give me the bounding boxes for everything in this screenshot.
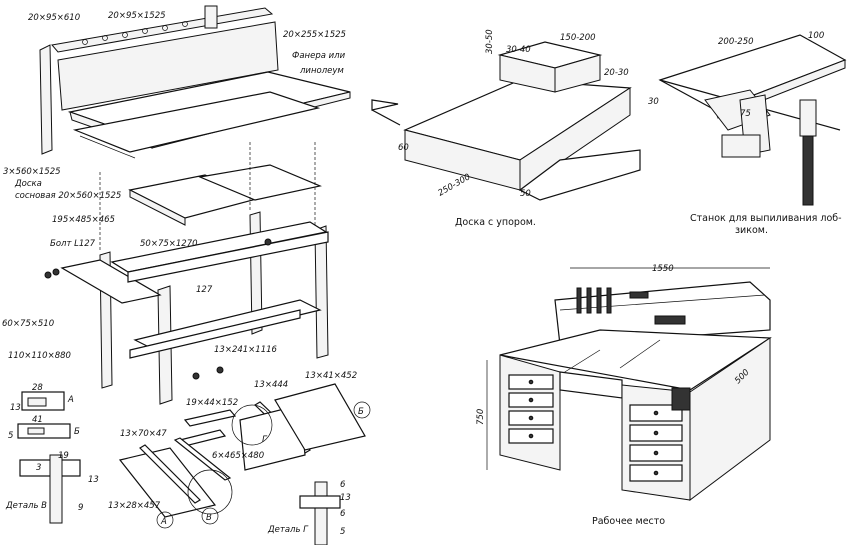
label-det-5: 5 — [8, 431, 13, 441]
label-rail-50: 50×75×1270 — [140, 239, 198, 249]
label-stop-30: 30-50 — [485, 29, 495, 54]
bracket — [204, 5, 218, 29]
label-slat-13-70: 13×70×47 — [120, 429, 167, 439]
base-board — [72, 91, 321, 153]
label-slat-13-41: 13×41×452 — [305, 371, 357, 381]
label-mark-a2: А — [160, 517, 167, 527]
label-mark-b: Б — [74, 427, 80, 437]
label-dg-6b: 6 — [340, 509, 346, 519]
caption-jig-2: зиком. — [735, 225, 768, 236]
back-post — [39, 44, 53, 155]
label-stop-250: 250-300 — [437, 172, 473, 198]
label-mark-v: В — [206, 513, 212, 523]
label-jig-100: 100 — [808, 31, 824, 41]
label-jig-200: 200-250 — [718, 37, 754, 47]
board-with-stop: 150-200 30-50 30-40 20-30 60 250-300 50 … — [371, 29, 641, 228]
label-detail-v: Деталь В — [5, 501, 47, 511]
label-dg-5: 5 — [340, 527, 345, 537]
mark-v-circle — [201, 507, 219, 525]
caption-ws: Рабочее место — [592, 516, 665, 527]
label-leg-dim: 127 — [196, 285, 213, 295]
label-plywood-2: линолеум — [299, 66, 344, 76]
detail-sections — [17, 391, 341, 545]
label-ws-1550: 1550 — [652, 264, 674, 274]
label-drawer: 195×485×465 — [52, 215, 115, 225]
label-dg-6: 6 — [340, 480, 346, 490]
label-rail-60: 60×75×510 — [2, 319, 54, 329]
label-slat-13-444: 13×444 — [254, 380, 288, 390]
label-stop-50: 50 — [520, 189, 531, 199]
label-mark-a: А — [67, 395, 74, 405]
label-det-13a: 13 — [10, 403, 21, 413]
label-det-28: 28 — [32, 383, 43, 393]
rail-holes — [82, 21, 188, 45]
label-dg-13: 13 — [340, 493, 351, 503]
label-det-3: 3 — [36, 463, 41, 473]
label-mark-b2: Б — [358, 407, 364, 417]
label-mark-g: Г — [262, 435, 268, 445]
label-stop-60: 60 — [398, 143, 409, 153]
label-detail-g: Деталь Г — [267, 525, 309, 535]
drawer-parts — [118, 383, 366, 518]
label-det-41: 41 — [32, 415, 43, 425]
mark-b2-circle — [353, 401, 371, 419]
clamp-screw — [802, 134, 814, 206]
label-back-panel: 20×255×1525 — [283, 30, 346, 40]
label-top-rail: 20×95×1525 — [108, 11, 166, 21]
caption-stop: Доска с упором. — [455, 217, 536, 228]
label-stop-150: 150-200 — [560, 33, 596, 43]
tools-rack — [576, 287, 686, 325]
label-jig-30: 30 — [648, 97, 659, 107]
label-back-post: 20×95×610 — [28, 13, 80, 23]
label-board-c: сосновая 20×560×1525 — [15, 191, 121, 201]
label-det-9: 9 — [78, 503, 83, 513]
workbench-exploded-view: 20×95×610 20×95×1525 20×255×1525 Фанера … — [2, 5, 371, 545]
caption-jig-1: Станок для выпиливания лоб- — [690, 213, 842, 224]
label-jig-75: 75 — [740, 109, 751, 119]
label-slat-13-28: 13×28×457 — [108, 501, 161, 511]
fretsaw-jig: 200-250 100 30 75 Станок для выпиливания… — [648, 31, 847, 236]
workstation: 1550 — [476, 264, 772, 527]
frame — [44, 140, 329, 405]
left-drawers — [508, 374, 554, 444]
label-det-13b: 13 — [88, 475, 99, 485]
label-plywood-1: Фанера или — [292, 51, 346, 61]
label-shelf: 13×241×1116 — [214, 345, 278, 355]
label-stop-30b: 30-40 — [506, 45, 531, 55]
mark-a2-circle — [156, 511, 174, 529]
label-stop-20: 20-30 — [604, 68, 629, 78]
label-leg: 110×110×880 — [8, 351, 71, 361]
back-panel — [57, 21, 279, 111]
label-board-a: 3×560×1525 — [3, 167, 61, 177]
label-bolt: Болт L127 — [50, 239, 96, 249]
label-ws-750: 750 — [476, 409, 486, 425]
label-slat-19: 19×44×152 — [186, 398, 238, 408]
label-frame-6: 6×465×480 — [212, 451, 264, 461]
right-drawers — [629, 404, 683, 482]
label-board-b: Доска — [14, 179, 42, 189]
label-det-19: 19 — [58, 451, 69, 461]
